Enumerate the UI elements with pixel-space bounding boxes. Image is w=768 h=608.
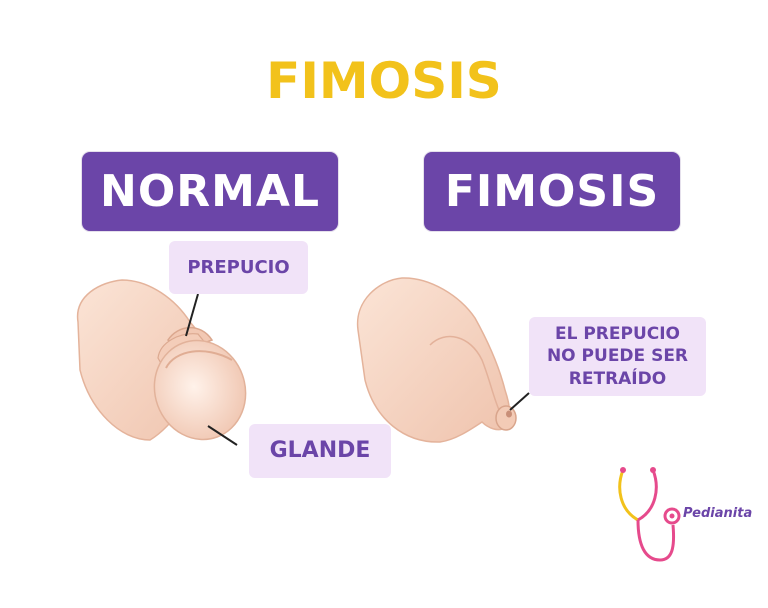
retraido-leader [509,392,530,411]
fimosis-shaft [356,277,511,443]
normal-prepuce-ring [167,326,214,348]
page-title: FIMOSIS [266,52,502,110]
brand-name: Pedianita [683,506,753,521]
glande-leader [207,425,238,446]
normal-glans [153,339,247,441]
normal-shaft [76,279,216,441]
normal-heading-banner: NORMAL [82,152,338,231]
normal-prepuce-fold [157,333,208,374]
glande-label: GLANDE [249,424,391,478]
stethoscope-logo [618,467,681,562]
fimosis-heading-banner: FIMOSIS [424,152,680,231]
retraido-label: EL PREPUCIO NO PUEDE SER RETRAÍDO [529,317,706,396]
fimosis-tip [495,405,517,431]
prepucio-label: PREPUCIO [169,241,308,294]
prepucio-leader [185,293,199,337]
